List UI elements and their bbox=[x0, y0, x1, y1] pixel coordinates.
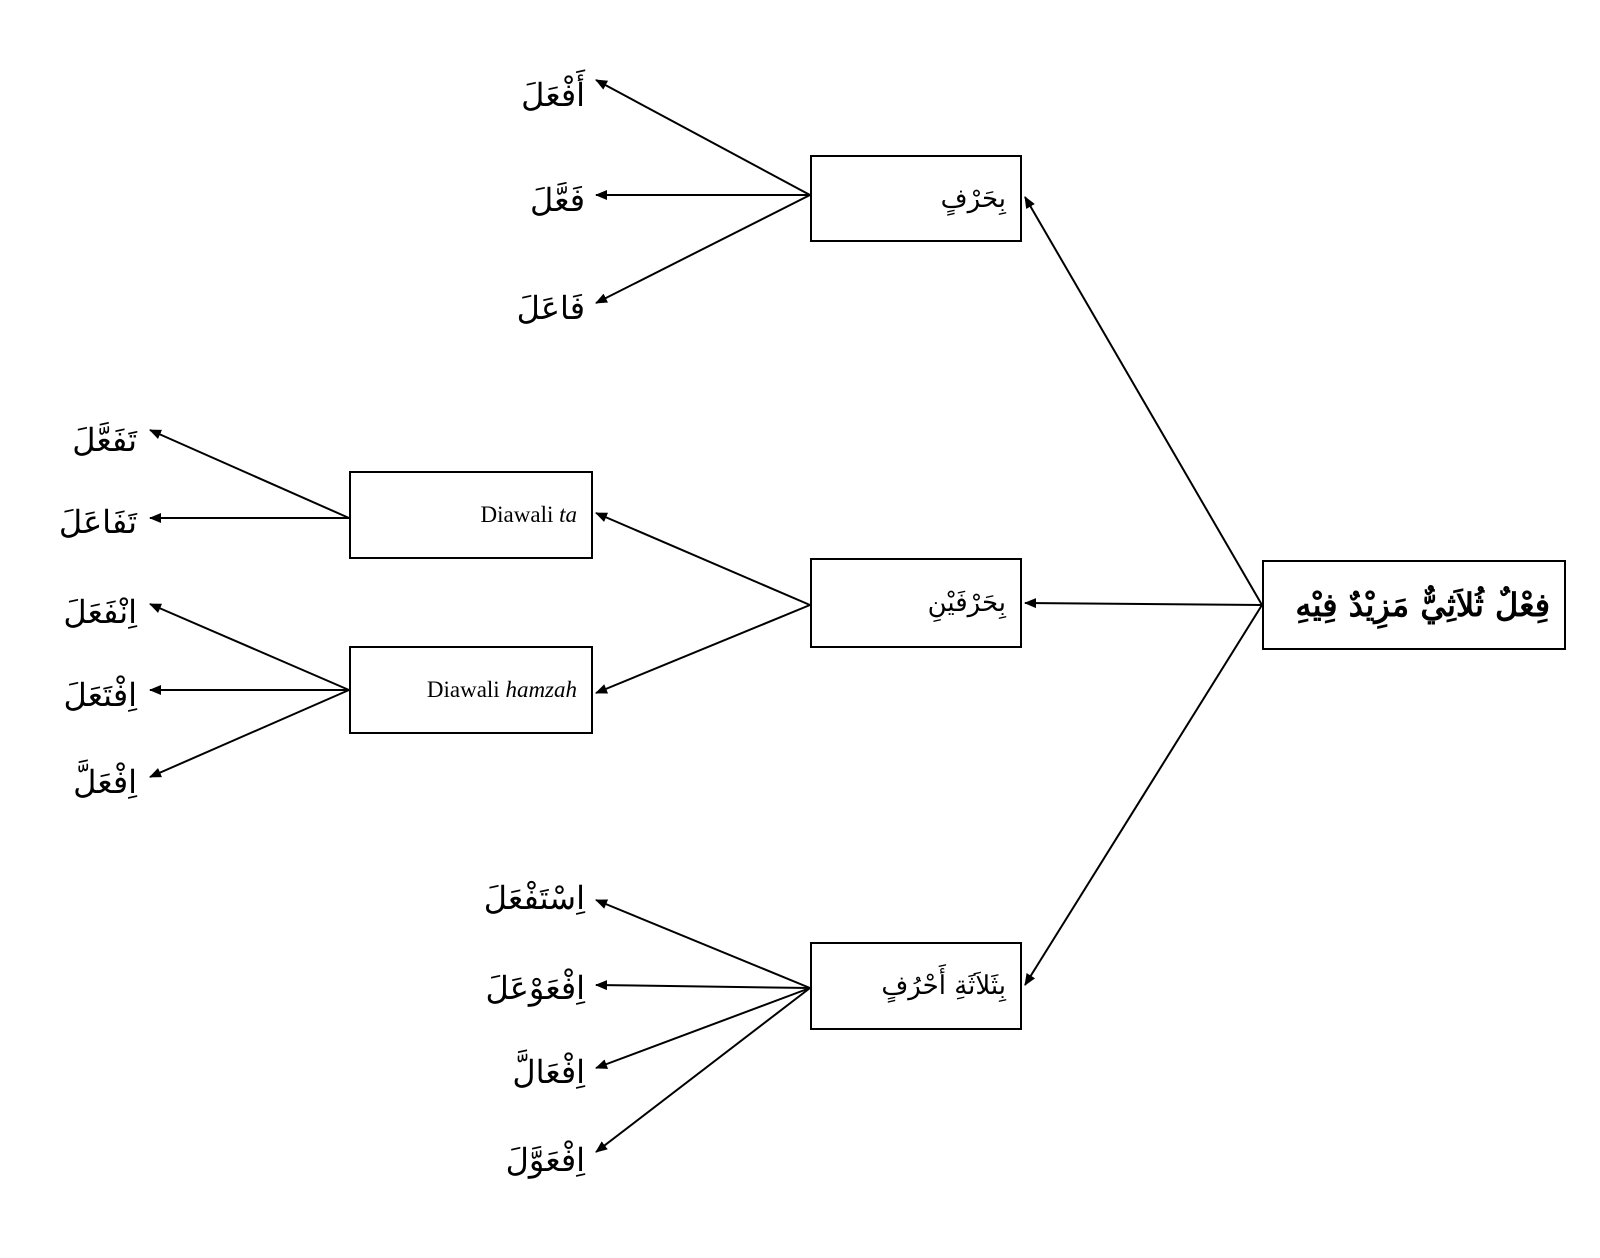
diawali-ta-label: Diawali ta bbox=[481, 502, 577, 528]
pattern-ifaalla: اِفْعَالَّ bbox=[512, 1053, 585, 1091]
arrow-to-istafala bbox=[595, 899, 811, 989]
pattern-tafaaala: تَفَاعَلَ bbox=[58, 503, 137, 541]
arrow-to-ifaalla bbox=[595, 987, 811, 1069]
pattern-tafaala: تَفَعَّلَ bbox=[72, 421, 137, 459]
one-letter-label: بِحَرْفٍ bbox=[940, 183, 1006, 214]
root-label: فِعْلٌ ثُلاَثِيٌّ مَزِيْدٌ فِيْهِ bbox=[1295, 586, 1550, 624]
diawali-ta-prefix: Diawali bbox=[480, 502, 554, 527]
diawali-hamzah-label: Diawali hamzah bbox=[427, 677, 577, 703]
arrow-to-infaala bbox=[149, 603, 350, 691]
arrow-root-to-two-letters bbox=[1024, 598, 1263, 609]
pattern-faala-shadda: فَعَّلَ bbox=[530, 181, 585, 219]
arrow-to-ifalla bbox=[149, 689, 350, 778]
pattern-ifalla: اِفْعَلَّ bbox=[73, 763, 137, 801]
pattern-faaala: فَاعَلَ bbox=[516, 289, 585, 327]
arrow-to-ifawwala bbox=[595, 987, 811, 1153]
arrow-to-ifawala bbox=[595, 980, 811, 991]
arrow-to-diawali-ta bbox=[595, 512, 811, 606]
arrow-root-to-three-letters bbox=[1024, 604, 1263, 986]
diawali-hamzah-node: Diawali hamzah bbox=[349, 646, 593, 734]
two-letters-node: بِحَرْفَيْنِ bbox=[810, 558, 1022, 648]
pattern-ifawwala: اِفْعَوَّلَ bbox=[505, 1141, 585, 1179]
diawali-ta-node: Diawali ta bbox=[349, 471, 593, 559]
arrow-root-to-one-letter bbox=[1024, 196, 1263, 606]
pattern-afala: أَفْعَلَ bbox=[521, 76, 585, 114]
arrow-to-diawali-hamzah bbox=[595, 604, 811, 694]
pattern-infaala: اِنْفَعَلَ bbox=[63, 593, 137, 631]
arrow-to-faaala bbox=[595, 194, 811, 304]
three-letters-node: بِثَلاَثَةِ أَحْرُفٍ bbox=[810, 942, 1022, 1030]
pattern-iftaala: اِفْتَعَلَ bbox=[63, 676, 137, 714]
pattern-istafala: اِسْتَفْعَلَ bbox=[483, 879, 585, 917]
pattern-ifawala: اِفْعَوْعَلَ bbox=[485, 969, 585, 1007]
two-letters-label: بِحَرْفَيْنِ bbox=[927, 588, 1006, 618]
arrow-to-tafaala bbox=[149, 429, 350, 519]
diawali-ta-term: ta bbox=[559, 502, 577, 527]
one-letter-node: بِحَرْفٍ bbox=[810, 155, 1022, 242]
diawali-hamzah-term: hamzah bbox=[505, 677, 577, 702]
arrow-to-afala bbox=[595, 79, 811, 196]
root-node: فِعْلٌ ثُلاَثِيٌّ مَزِيْدٌ فِيْهِ bbox=[1262, 560, 1566, 650]
three-letters-label: بِثَلاَثَةِ أَحْرُفٍ bbox=[881, 971, 1006, 1001]
diawali-hamzah-prefix: Diawali bbox=[426, 677, 500, 702]
